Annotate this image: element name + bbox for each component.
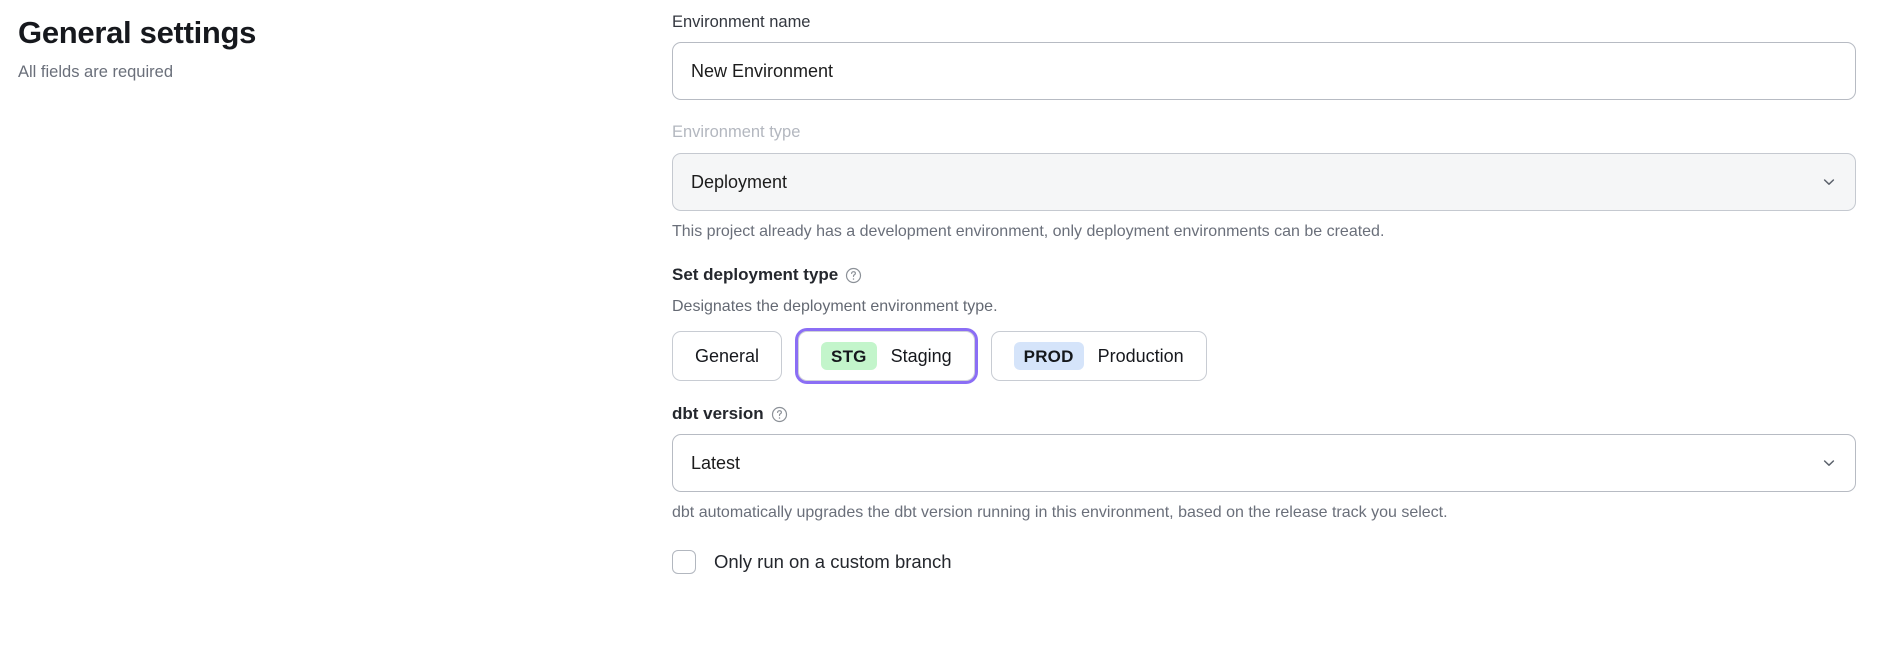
environment-name-label: Environment name (672, 13, 811, 31)
custom-branch-row[interactable]: Only run on a custom branch (672, 549, 1856, 574)
page-title: General settings (18, 15, 257, 50)
environment-type-label: Environment type (672, 123, 801, 142)
dbt-version-field: dbt version Latest dbt aut (672, 403, 1856, 524)
environment-name-input[interactable] (672, 42, 1856, 101)
dbt-version-select[interactable]: Latest (672, 434, 1856, 493)
custom-branch-checkbox[interactable] (672, 549, 696, 574)
deployment-type-option-production-label: Production (1097, 346, 1184, 367)
deployment-type-option-staging-label: Staging (890, 346, 952, 367)
deployment-type-option-general-label: General (695, 346, 760, 367)
custom-branch-label: Only run on a custom branch (714, 550, 952, 572)
dbt-version-value: Latest (691, 453, 741, 474)
deployment-type-description: Designates the deployment environment ty… (672, 297, 998, 315)
staging-badge: STG (821, 342, 877, 371)
deployment-type-option-group: General STG Staging PROD Production (672, 331, 1856, 382)
deployment-type-heading: Set deployment type (672, 264, 1856, 286)
chevron-down-icon (1821, 455, 1837, 471)
settings-form: Environment name Environment type Deploy… (672, 12, 1856, 574)
settings-header: General settings All fields are required (18, 14, 618, 83)
question-circle-icon[interactable] (845, 267, 862, 284)
deployment-type-heading-label: Set deployment type (672, 265, 839, 285)
dbt-version-label: dbt version (672, 404, 764, 424)
deployment-type-option-general[interactable]: General (672, 331, 783, 382)
question-circle-icon[interactable] (771, 406, 788, 423)
production-badge: PROD (1013, 342, 1084, 371)
environment-type-select[interactable]: Deployment (672, 152, 1856, 211)
page-subtitle: All fields are required (18, 62, 173, 81)
chevron-down-icon (1821, 174, 1837, 190)
deployment-type-option-staging[interactable]: STG Staging (798, 331, 975, 382)
environment-type-helper: This project already has a development e… (672, 222, 1385, 240)
environment-name-field: Environment name (672, 12, 1856, 101)
dbt-version-heading: dbt version (672, 403, 1856, 425)
environment-type-value: Deployment (691, 171, 788, 192)
deployment-type-field: Set deployment type Designates the deplo… (672, 264, 1856, 382)
dbt-version-helper: dbt automatically upgrades the dbt versi… (672, 504, 1448, 522)
deployment-type-option-production[interactable]: PROD Production (990, 331, 1207, 382)
environment-type-field: Environment type Deployment This project… (672, 122, 1856, 242)
